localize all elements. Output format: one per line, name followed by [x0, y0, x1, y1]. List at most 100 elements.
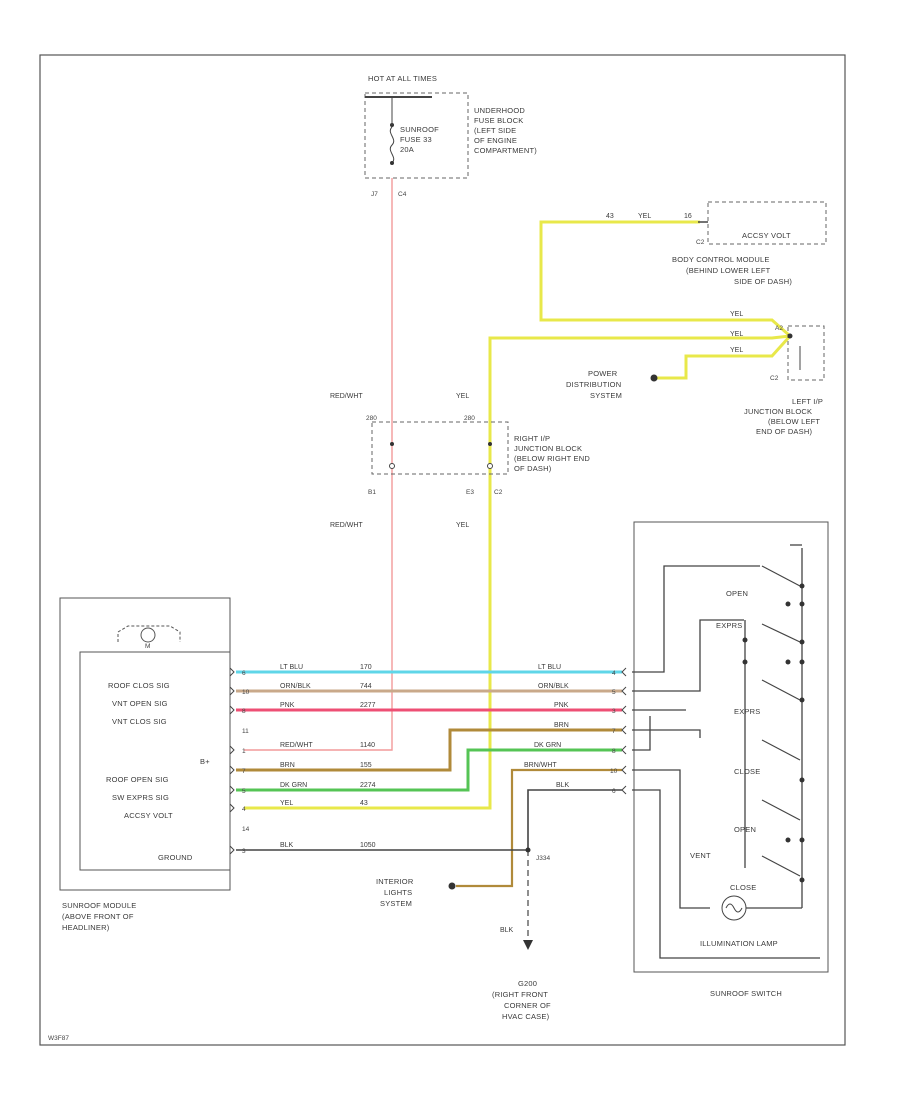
- module-label-ground: GROUND: [158, 853, 193, 862]
- wire-labels-middle: LT BLU 170 ORN/BLK 744 PNK 2277 RED/WHT …: [280, 664, 376, 849]
- bcm-pin: C2: [696, 239, 705, 246]
- bcm-wire-num2: 16: [684, 213, 692, 220]
- right-jb-label-3: (BELOW RIGHT END: [514, 454, 590, 463]
- left-jb-label-1: LEFT I/P: [792, 397, 823, 406]
- right-jb-label-1: RIGHT I/P: [514, 434, 550, 443]
- power-distribution: POWER DISTRIBUTION SYSTEM: [566, 369, 658, 400]
- switch-pin-3: 3: [612, 708, 616, 715]
- fuse-block-label-5: COMPARTMENT): [474, 146, 537, 155]
- wire-label-red-wht-2: RED/WHT: [330, 522, 363, 529]
- module-pin-1: 1: [242, 748, 246, 755]
- wire-color-red-wht: RED/WHT: [280, 742, 313, 749]
- wire-circuit-1140: 1140: [360, 742, 375, 749]
- left-jb-wire-3: YEL: [730, 347, 743, 354]
- interior-label-1: INTERIOR: [376, 877, 414, 886]
- figure-id: W3F87: [48, 1035, 69, 1042]
- ground-label-1: G200: [518, 979, 537, 988]
- wire-brn-wht: [456, 768, 622, 888]
- illumination-label: ILLUMINATION LAMP: [700, 939, 778, 948]
- module-pin-7: 7: [242, 768, 246, 775]
- wire-red-wht: [244, 178, 393, 751]
- wire-circuit-43: 43: [360, 800, 368, 807]
- module-label-vnt-open: VNT OPEN SIG: [112, 699, 168, 708]
- switch-pin-10: 10: [610, 768, 618, 775]
- wire-circuit-744: 744: [360, 683, 372, 690]
- right-jb-pin-c2: C2: [494, 489, 503, 496]
- fuse-label-1: SUNROOF: [400, 125, 439, 134]
- wire-color-yel: YEL: [280, 800, 293, 807]
- switch-label-exprs-1: EXPRS: [716, 621, 742, 630]
- right-color-dk-grn: DK GRN: [534, 742, 561, 749]
- switch-pin-5: 5: [612, 689, 616, 696]
- right-jb-pin-e3: E3: [466, 489, 474, 496]
- right-color-pnk: PNK: [554, 702, 569, 709]
- wire-yel-bcm: [539, 220, 791, 338]
- ground-label-3: CORNER OF: [504, 1001, 551, 1010]
- module-pin-5: 5: [242, 788, 246, 795]
- module-label-sw-exprs: SW EXPRS SIG: [112, 793, 169, 802]
- motor-icon: M: [145, 643, 150, 650]
- wire-label-yel-2: YEL: [456, 522, 469, 529]
- wire-color-blk: BLK: [280, 842, 294, 849]
- left-jb-pin-c2: C2: [770, 375, 779, 382]
- module-desc-2: (ABOVE FRONT OF: [62, 912, 134, 921]
- sunroof-switch: 4 5 3 7 8 10 6: [610, 521, 829, 998]
- bcm-label-3: SIDE OF DASH): [734, 277, 792, 286]
- module-desc-1: SUNROOF MODULE: [62, 901, 136, 910]
- switch-pin-7: 7: [612, 728, 616, 735]
- power-label-1: POWER: [588, 369, 618, 378]
- wire-yel-power: [654, 334, 792, 380]
- module-pin-14: 14: [242, 826, 250, 833]
- bcm-wire-color: YEL: [638, 213, 651, 220]
- wire-circuit-2274: 2274: [360, 782, 376, 789]
- fuse-pin-j7: J7: [371, 191, 378, 198]
- module-pin-10: 10: [242, 689, 250, 696]
- module-desc-3: HEADLINER): [62, 923, 110, 932]
- diagram-frame: [39, 54, 846, 1046]
- interior-lights-system: INTERIOR LIGHTS SYSTEM: [376, 877, 456, 908]
- interior-label-3: SYSTEM: [380, 899, 412, 908]
- left-jb-label-3: (BELOW LEFT: [768, 417, 820, 426]
- ground-label-2: (RIGHT FRONT: [492, 990, 548, 999]
- fuse-block-label-2: FUSE BLOCK: [474, 116, 524, 125]
- switch-title: SUNROOF SWITCH: [710, 989, 782, 998]
- power-label-3: SYSTEM: [590, 391, 622, 400]
- ground-g200: BLK G200 (RIGHT FRONT CORNER OF HVAC CAS…: [492, 927, 551, 1021]
- splice-label-1: 280: [366, 415, 377, 422]
- left-jb-pin-a2: A2: [775, 325, 783, 332]
- wire-color-pnk: PNK: [280, 702, 295, 709]
- module-pin-11: 11: [242, 728, 249, 735]
- power-label-2: DISTRIBUTION: [566, 380, 621, 389]
- underhood-fuse-block: HOT AT ALL TIMES SUNROOF FUSE 33 20A UND…: [364, 74, 537, 198]
- hot-at-all-times-label: HOT AT ALL TIMES: [368, 74, 437, 83]
- sunroof-module: M ROOF CLOS SIG VNT OPEN SIG VNT CLOS SI…: [59, 597, 250, 932]
- fuse-block-label-3: (LEFT SIDE: [474, 126, 516, 135]
- right-jb-pin-b1: B1: [368, 489, 376, 496]
- left-ip-junction-block: A2 C2 YEL YEL YEL LEFT I/P JUNCTION BLOC…: [730, 311, 825, 436]
- right-color-lt-blu: LT BLU: [538, 664, 561, 671]
- module-pin-4: 4: [242, 806, 246, 813]
- wire-circuit-155: 155: [360, 762, 372, 769]
- switch-label-close-2: CLOSE: [730, 883, 756, 892]
- fuse-pin-c4: C4: [398, 191, 407, 198]
- fuse-label-3: 20A: [400, 145, 414, 154]
- module-label-vnt-clos: VNT CLOS SIG: [112, 717, 167, 726]
- switch-label-vent: VENT: [690, 851, 711, 860]
- right-color-brn-wht: BRN/WHT: [524, 762, 557, 769]
- right-color-brn: BRN: [554, 722, 569, 729]
- bcm-accsy-volt: ACCSY VOLT: [742, 231, 791, 240]
- wire-blk-switch: [527, 789, 622, 850]
- wire-color-orn-blk: ORN/BLK: [280, 683, 311, 690]
- module-label-roof-clos: ROOF CLOS SIG: [108, 681, 170, 690]
- switch-pin-4: 4: [612, 670, 616, 677]
- module-pin-6: 6: [242, 670, 246, 677]
- bcm-label-2: (BEHIND LOWER LEFT: [686, 266, 771, 275]
- bcm-label-1: BODY CONTROL MODULE: [672, 255, 770, 264]
- fuse-label-2: FUSE 33: [400, 135, 432, 144]
- wire-label-yel-1: YEL: [456, 393, 469, 400]
- wire-circuit-2277: 2277: [360, 702, 376, 709]
- switch-pin-8: 8: [612, 748, 616, 755]
- splice-label-2: 280: [464, 415, 475, 422]
- left-jb-label-4: END OF DASH): [756, 427, 812, 436]
